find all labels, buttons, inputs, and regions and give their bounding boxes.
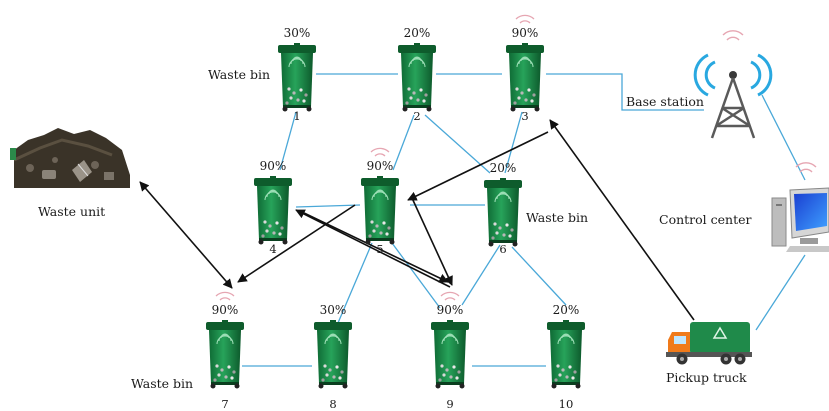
waste-bin-8: 30% 8 [314, 303, 352, 411]
waste-bin-9: 90% 9 [431, 291, 469, 411]
wifi-signal-icon [440, 291, 460, 301]
link-5-8 [334, 242, 373, 331]
waste-bin-4: 90% 4 [254, 159, 292, 256]
link-base-control [761, 94, 806, 181]
bin-number: 2 [413, 109, 420, 123]
bin-number: 6 [499, 242, 506, 256]
route-truck-to-3 [549, 119, 695, 321]
bin-number: 1 [293, 109, 300, 123]
waste-bin-icon [431, 320, 469, 389]
collection-route [139, 119, 695, 321]
link-4-5 [295, 204, 361, 208]
route-5-to-9 [411, 197, 453, 286]
waste-bin-10: 20% 10 [547, 303, 585, 411]
waste-bin-icon [361, 176, 399, 245]
bin-fill-level: 90% [512, 26, 539, 40]
network-links [242, 73, 806, 367]
waste-unit-label: Waste unit [38, 204, 105, 219]
route-3-to-5 [407, 131, 549, 201]
garbage-truck-icon [666, 322, 752, 365]
bin-fill-level: 90% [260, 159, 287, 173]
bin-number: 7 [221, 397, 228, 411]
wifi-signal-icon [215, 291, 235, 301]
waste-bin-icon [484, 178, 522, 247]
bin-fill-level: 30% [320, 303, 347, 317]
waste-bin-icon [398, 43, 436, 112]
route-9-to-4 [295, 209, 451, 288]
bin-fill-level: 90% [212, 303, 239, 317]
link-2-6 [424, 114, 491, 174]
waste-bin-icon [547, 320, 585, 389]
waste-bin-icon [314, 320, 352, 389]
link-3-base-station [546, 73, 704, 111]
cell-tower-icon [693, 30, 773, 139]
bin-number: 9 [446, 397, 453, 411]
waste-bin-label-top: Waste bin [208, 67, 270, 82]
waste-bin-icon [506, 43, 544, 112]
bin-number: 3 [521, 109, 528, 123]
waste-bin-label-bottom: Waste bin [131, 376, 193, 391]
link-3-6 [504, 111, 523, 174]
bin-fill-level: 90% [437, 303, 464, 317]
waste-bin-3: 90% 3 [506, 14, 544, 123]
bin-number: 10 [559, 397, 574, 411]
waste-bin-icon [206, 320, 244, 389]
bin-number: 4 [269, 242, 276, 256]
waste-bin-6: 20% 6 [484, 161, 522, 256]
pickup-truck-label: Pickup truck [666, 370, 747, 385]
link-6-10 [511, 246, 567, 306]
control-center-label: Control center [659, 212, 752, 227]
waste-bins: 30% 1 20% 2 90% 3 90% 4 90% 5 20% 6 90% 7 30% 8 90% 9 20% 1… [206, 14, 585, 411]
link-5-9 [391, 242, 441, 309]
bin-fill-level: 20% [553, 303, 580, 317]
wifi-signal-icon [515, 14, 535, 24]
bin-number: 5 [376, 242, 383, 256]
wifi-signal-icon [370, 147, 390, 157]
route-5-to-7 [237, 204, 356, 283]
waste-bin-icon [254, 176, 292, 245]
link-1-4 [279, 111, 297, 171]
waste-bin-icon [278, 43, 316, 112]
landfill-icon [10, 128, 130, 188]
link-2-5 [392, 114, 415, 171]
link-control-truck [755, 254, 806, 331]
waste-bin-label-mid: Waste bin [526, 210, 588, 225]
computer-icon [771, 162, 829, 252]
link-6-9 [461, 244, 501, 306]
bin-number: 8 [329, 397, 336, 411]
bin-fill-level: 30% [284, 26, 311, 40]
route-7-to-waste-unit [139, 181, 233, 289]
waste-bin-1: 30% 1 [278, 26, 316, 123]
bin-fill-level: 20% [490, 161, 517, 175]
waste-bin-5: 90% 5 [361, 147, 399, 256]
base-station-label: Base station [626, 94, 704, 109]
bin-fill-level: 90% [367, 159, 394, 173]
waste-bin-2: 20% 2 [398, 26, 436, 123]
bin-fill-level: 20% [404, 26, 431, 40]
waste-bin-7: 90% 7 [206, 291, 244, 411]
